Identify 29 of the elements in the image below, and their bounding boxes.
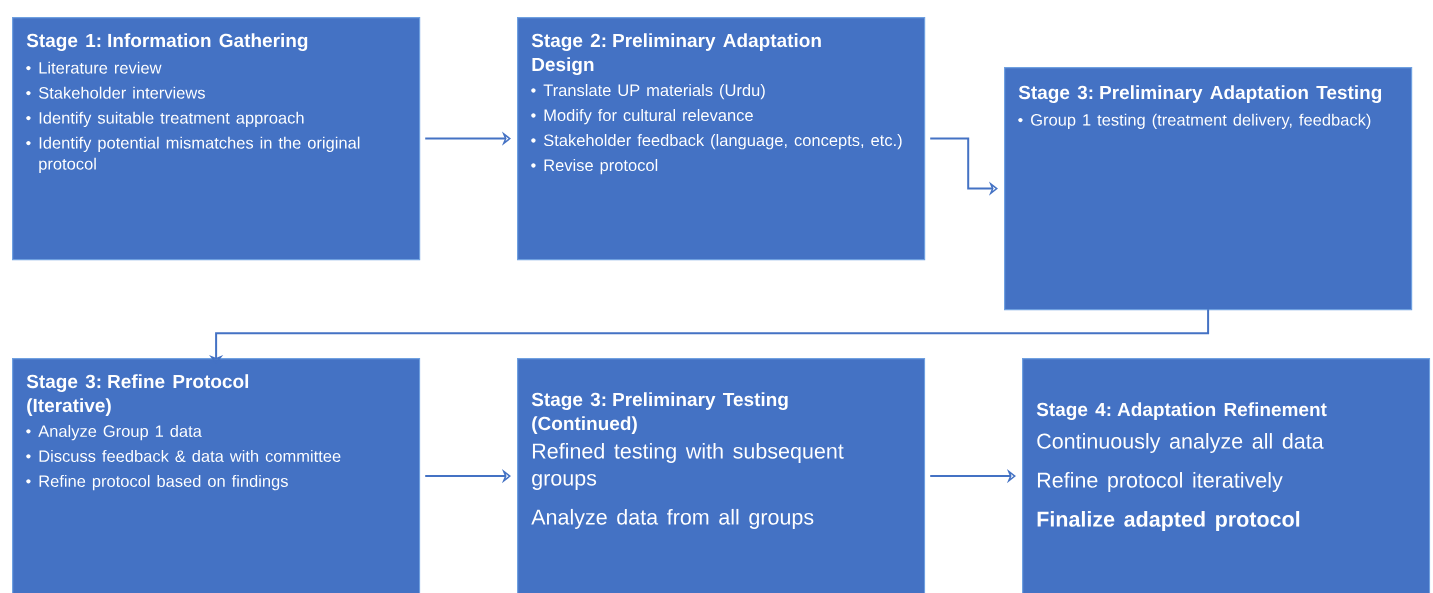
process-box bbox=[1004, 67, 1413, 311]
body-text: Analyze data from all groups bbox=[531, 508, 814, 529]
bullet-item: Refine protocol based on findings bbox=[26, 474, 288, 491]
bullet-item: Identify suitable treatment approach bbox=[26, 111, 304, 127]
process-box bbox=[12, 17, 421, 261]
bullet-item: Group 1 testing (treatment delivery, feedback) bbox=[1018, 113, 1371, 129]
process-box bbox=[517, 358, 926, 593]
bullet-item: Identify potential mismatches in the original protocol bbox=[26, 136, 360, 173]
bullet-item: Modify for cultural relevance bbox=[531, 109, 753, 125]
box-heading: Stage 2: Preliminary Adaptation Design bbox=[531, 33, 821, 75]
body-text: Continuously analyze all data bbox=[1037, 433, 1324, 454]
body-text: Finalize adapted protocol bbox=[1037, 511, 1300, 532]
process-box bbox=[12, 358, 421, 593]
box-heading: Stage 3: Refine Protocol (Iterative) bbox=[26, 374, 249, 416]
box-heading: Stage 4: Adaptation Refinement bbox=[1036, 402, 1327, 420]
box-heading: Stage 3: Preliminary Testing (Continued) bbox=[531, 392, 788, 434]
body-text: Refine protocol iteratively bbox=[1037, 472, 1283, 493]
bullet-item: Translate UP materials (Urdu) bbox=[531, 84, 765, 100]
bullet-item: Analyze Group 1 data bbox=[26, 424, 202, 441]
bullet-item: Literature review bbox=[26, 61, 162, 74]
bullet-item: Stakeholder feedback (language, concepts, etc.) bbox=[531, 134, 902, 150]
bullet-item: Discuss feedback & data with committee bbox=[26, 449, 341, 462]
body-text: Refined testing with subsequent groups bbox=[532, 442, 844, 490]
box-heading: Stage 1: Information Gathering bbox=[26, 33, 308, 51]
process-box bbox=[517, 17, 926, 261]
box-heading: Stage 3: Preliminary Adaptation Testing bbox=[1018, 85, 1382, 103]
bullet-item: Revise protocol bbox=[531, 159, 658, 175]
bullet-item: Stakeholder interviews bbox=[26, 86, 205, 99]
process-box bbox=[1022, 358, 1431, 593]
